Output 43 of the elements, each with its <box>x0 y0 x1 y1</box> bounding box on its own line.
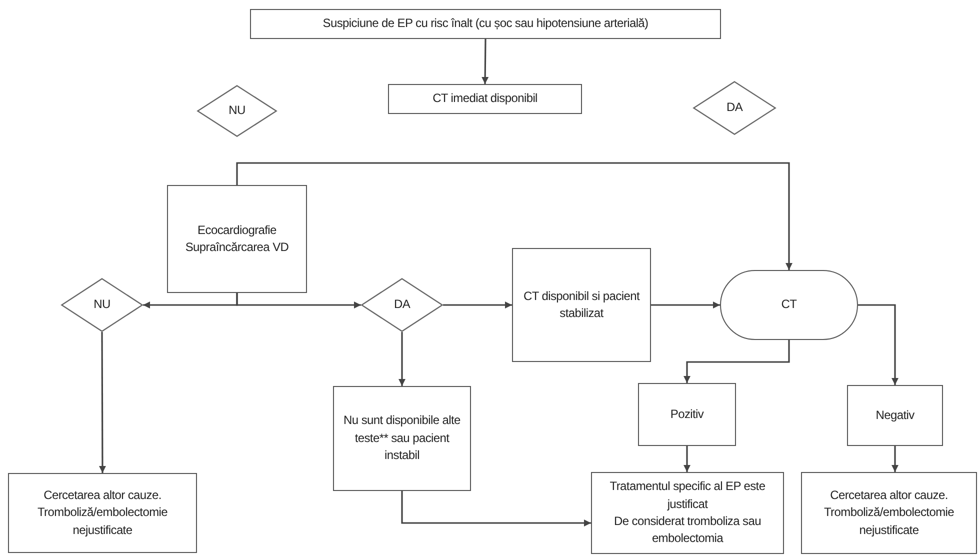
arrow <box>482 39 489 84</box>
node-text: NU <box>228 102 246 120</box>
outcome-box <box>591 472 784 554</box>
decision-diamond <box>61 278 143 332</box>
arrow <box>892 446 898 472</box>
arrow <box>398 332 406 386</box>
decision-diamond <box>361 278 443 332</box>
process-box <box>333 386 471 491</box>
node-text: Ecocardiografie <box>196 222 278 239</box>
node-text: CT imediat disponibil <box>432 90 538 108</box>
decision-diamond <box>197 85 277 137</box>
node-text: Cercetarea altor cauze. Tromboliză/embolectomie nejustificate <box>822 486 956 539</box>
arrow <box>443 302 512 308</box>
node-text: Supraîncărcarea VD <box>184 239 290 256</box>
arrow <box>684 340 790 383</box>
arrow <box>98 332 106 473</box>
outcome-box <box>801 472 977 554</box>
process-box <box>250 9 721 39</box>
node-text: DA <box>725 99 744 116</box>
arrow <box>651 302 720 308</box>
node-text: DA <box>392 296 412 314</box>
node-text: NU <box>92 296 112 314</box>
process-box <box>388 84 582 114</box>
process-box <box>167 185 307 293</box>
node-text: CT <box>780 296 798 314</box>
node-text: De considerat tromboliza sau embolectomia <box>612 513 762 548</box>
arrow <box>236 162 792 270</box>
process-box <box>512 248 651 362</box>
node-text: Suspiciune de EP cu risc înalt (cu șoc sau hipotensiune arterială) <box>322 15 650 32</box>
decision-diamond <box>693 81 776 135</box>
node-text: Tratamentul specific al EP este justificat <box>608 478 766 513</box>
node-text: Pozitiv <box>669 406 705 423</box>
result-box <box>847 385 943 446</box>
result-box <box>638 383 736 446</box>
node-text: Negativ <box>874 406 916 424</box>
arrow <box>236 293 361 308</box>
arrow <box>684 446 690 472</box>
outcome-box <box>8 473 197 553</box>
node-text: Nu sunt disponibile alte teste** sau pacient instabil <box>342 412 462 464</box>
node-text: Cercetarea altor cauze. Tromboliză/embolectomie nejustificate <box>36 486 169 539</box>
node-text: CT disponibil si pacient stabilizat <box>522 288 641 322</box>
arrow <box>858 304 898 385</box>
arrow <box>401 491 591 526</box>
